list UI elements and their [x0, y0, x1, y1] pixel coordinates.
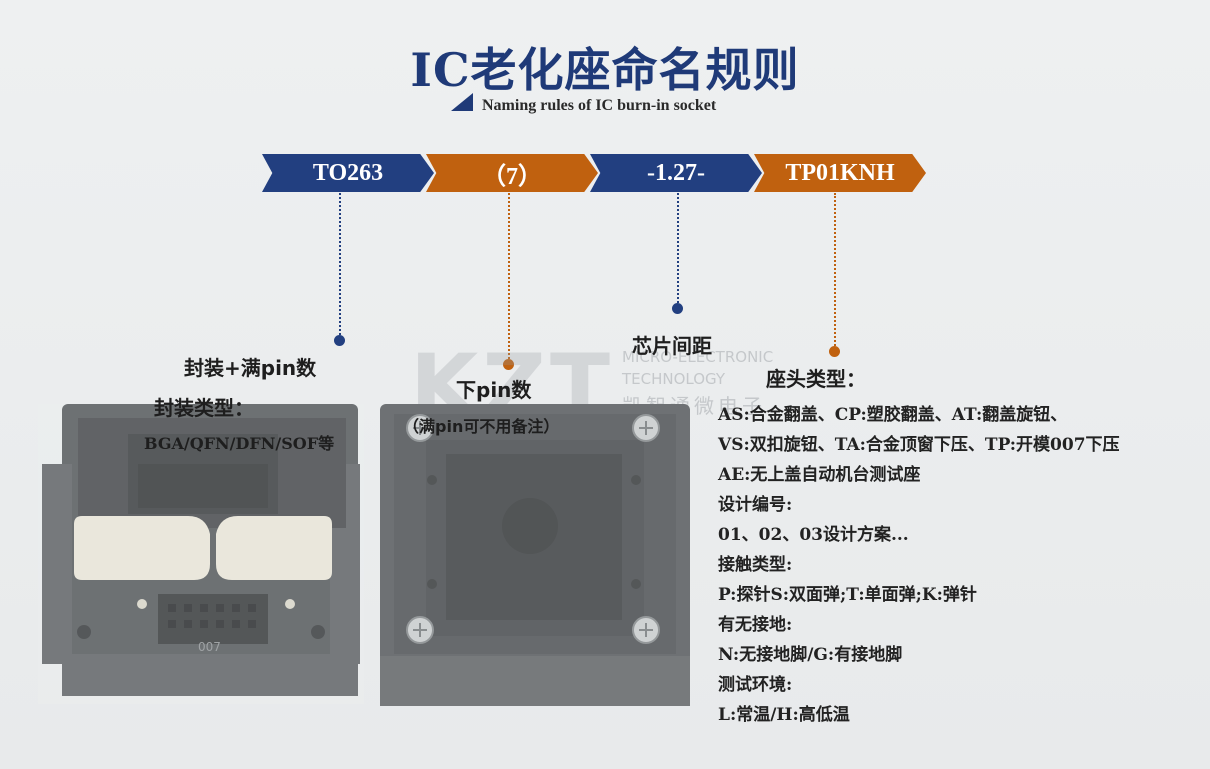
detail-line: N:无接地脚/G:有接地脚 [718, 645, 903, 665]
socket-mark-text: 007 [198, 640, 221, 654]
subtitle-triangle-icon [451, 93, 473, 111]
label-pitch: 芯片间距 [632, 334, 712, 358]
detail-line: 有无接地: [718, 615, 793, 635]
watermark-line2: TECHNOLOGY [622, 370, 726, 388]
detail-line: 01、02、03设计方案... [718, 525, 909, 545]
watermark-line1: MICRO-ELECTRONIC [622, 348, 774, 366]
photo-overlay-left [38, 404, 364, 704]
detail-line: P:探针S:双面弹;T:单面弹;K:弹针 [718, 585, 977, 605]
detail-line: 设计编号: [718, 495, 793, 515]
leader-dot-package [334, 335, 345, 346]
socket-photo-right [380, 404, 690, 706]
socket-photo-left: 007 [42, 404, 360, 696]
segment-package: TO263 [262, 154, 434, 192]
segment-socket-type: TP01KNH [754, 154, 926, 192]
segment-pin-count: （7） [426, 154, 598, 192]
label-pin-down: 下pin数 [456, 378, 532, 402]
leader-dot-socket-type [829, 346, 840, 357]
label-package-pin: 封装+满pin数 [184, 356, 317, 380]
detail-line: 测试环境: [718, 675, 793, 695]
label-package-examples: BGA/QFN/DFN/SOF等 [144, 434, 335, 453]
leader-line-pitch [677, 193, 679, 303]
label-pin-note: （满pin可不用备注） [403, 417, 560, 436]
segment-pitch: -1.27- [590, 154, 762, 192]
socket-type-details: AS:合金翻盖、CP:塑胶翻盖、AT:翻盖旋钮、 VS:双扣旋钮、TA:合金顶窗… [718, 400, 1120, 730]
leader-dot-pitch [672, 303, 683, 314]
detail-line: L:常温/H:高低温 [718, 705, 850, 725]
detail-line: AS:合金翻盖、CP:塑胶翻盖、AT:翻盖旋钮、 [718, 405, 1068, 425]
label-socket-type: 座头类型： [766, 367, 866, 391]
leader-line-package [339, 193, 341, 335]
leader-line-pin-count [508, 193, 510, 359]
detail-line: AE:无上盖自动机台测试座 [718, 465, 921, 485]
photo-overlay-right [380, 404, 690, 706]
label-package-type: 封装类型： [154, 396, 254, 420]
leader-dot-pin-count [503, 359, 514, 370]
page-title: IC老化座命名规则 [410, 43, 800, 97]
page-subtitle: Naming rules of IC burn-in socket [482, 97, 717, 114]
detail-line: VS:双扣旋钮、TA:合金顶窗下压、TP:开模007下压 [718, 435, 1120, 455]
leader-line-socket-type [834, 193, 836, 346]
detail-line: 接触类型: [718, 555, 793, 575]
